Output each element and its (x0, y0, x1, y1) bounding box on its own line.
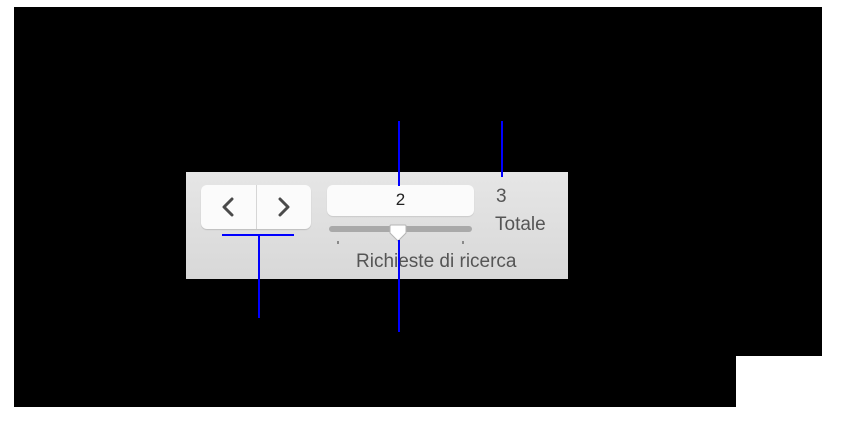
navigation-segmented-control (201, 185, 311, 229)
slider-tick (462, 241, 464, 244)
slider-tick (337, 241, 339, 244)
callout-line-field (398, 121, 400, 186)
request-slider-thumb[interactable] (389, 224, 407, 242)
chevron-right-icon (278, 197, 290, 217)
callout-line-slider (398, 240, 400, 332)
next-request-button[interactable] (257, 185, 312, 229)
total-label: Totale (495, 214, 546, 235)
toolbar-caption: Richieste di ricerca (356, 251, 517, 272)
total-count: 3 (496, 186, 507, 207)
callout-line-total (501, 121, 503, 177)
chevron-left-icon (222, 197, 234, 217)
previous-request-button[interactable] (201, 185, 256, 229)
search-requests-toolbar: 2 3 Totale Richieste di ricerca (186, 172, 568, 279)
callout-line-navigation (258, 234, 260, 318)
segment-divider (255, 185, 257, 229)
current-request-field[interactable]: 2 (327, 185, 474, 216)
backdrop-notch (736, 356, 822, 407)
